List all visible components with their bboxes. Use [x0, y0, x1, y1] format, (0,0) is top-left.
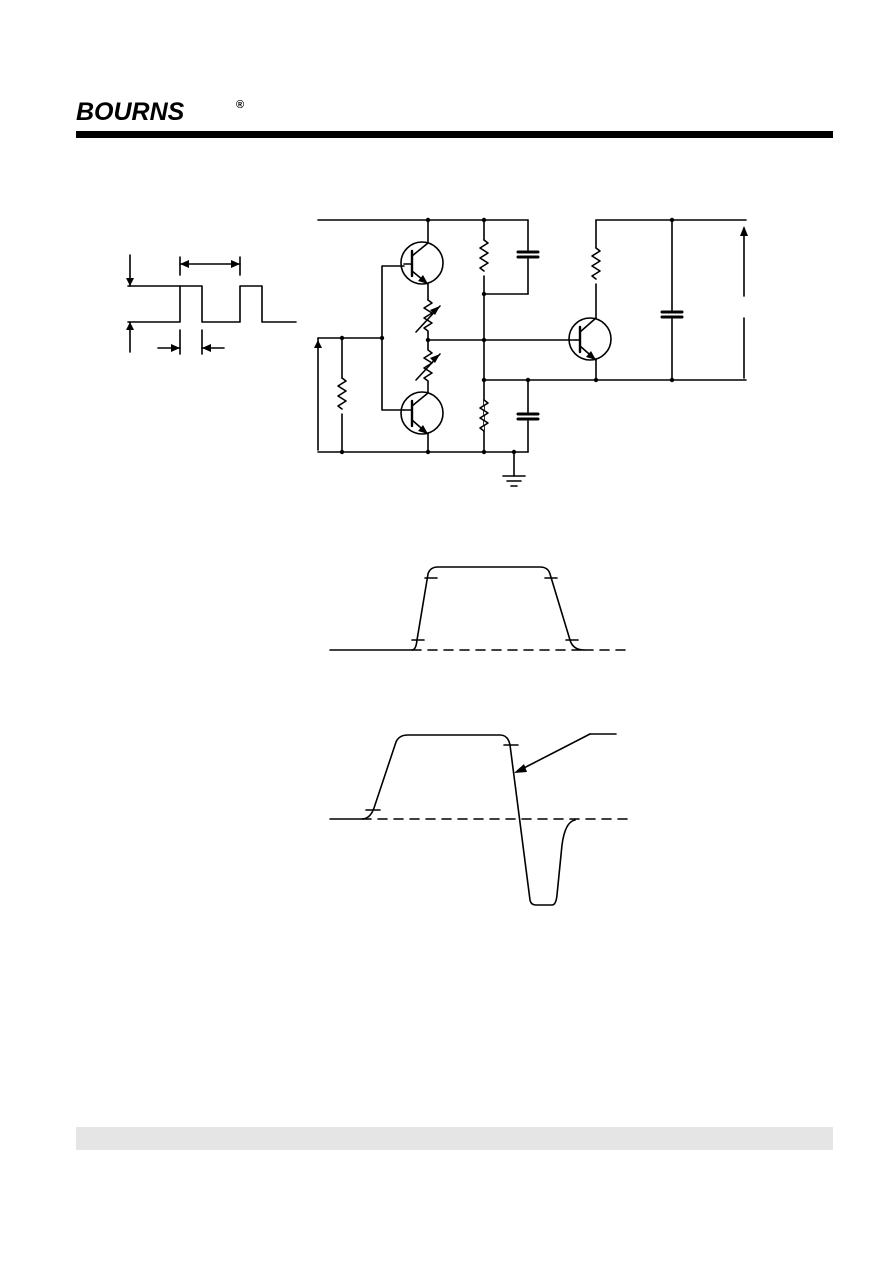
registered-mark: ®: [236, 99, 244, 111]
brand-name: BOURNS: [76, 98, 185, 126]
switching-waveform-a-icon: [329, 566, 631, 651]
test-circuit-schematic-icon: [126, 217, 748, 487]
header-rule: [76, 131, 833, 138]
output-transistor: [568, 219, 747, 381]
footer-band: [76, 1127, 833, 1150]
switching-waveform-b-icon: [329, 733, 631, 906]
input-pulse-sketch: [126, 254, 297, 355]
upper-transistor: [400, 219, 444, 301]
lower-transistor: [400, 391, 444, 453]
brand-logo: BOURNS ®: [76, 98, 244, 126]
